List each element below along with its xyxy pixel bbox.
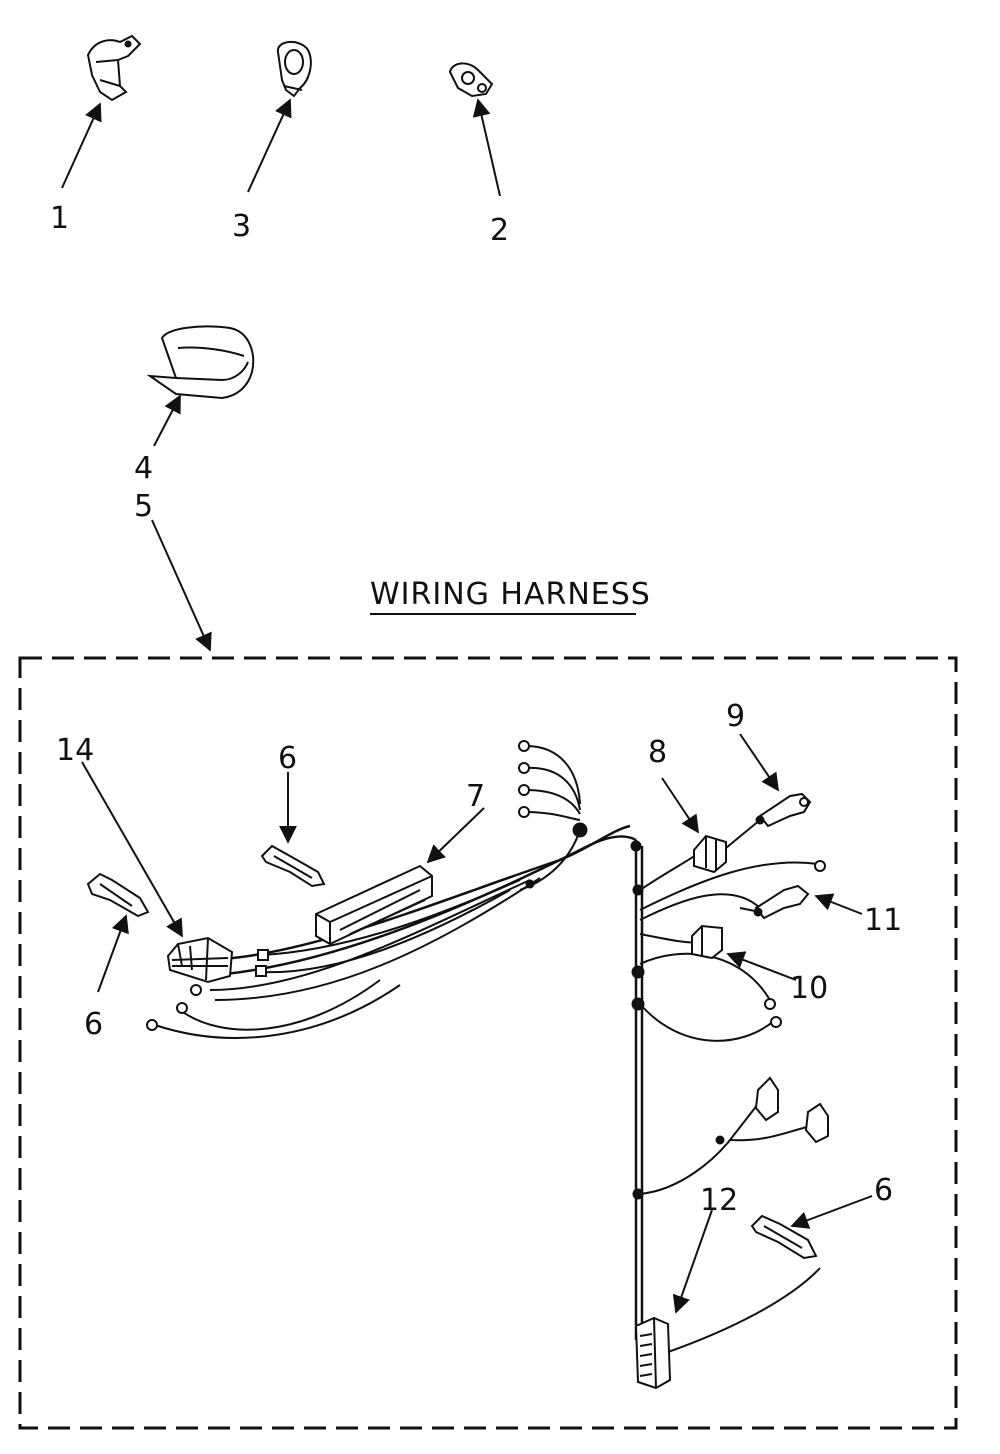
callout-6-right: 6 bbox=[874, 1173, 893, 1208]
callout-12: 12 bbox=[700, 1183, 738, 1218]
part-1-clip bbox=[86, 34, 142, 102]
harness-wires bbox=[154, 745, 821, 1353]
callout-5: 5 bbox=[134, 489, 153, 524]
callout-7: 7 bbox=[466, 779, 485, 814]
part-11-terminal bbox=[739, 884, 810, 920]
callout-9: 9 bbox=[726, 699, 745, 734]
callout-1: 1 bbox=[50, 201, 69, 236]
harness-boundary bbox=[18, 656, 958, 1430]
callout-6-left: 6 bbox=[84, 1007, 103, 1042]
part-9-terminal bbox=[755, 792, 812, 828]
branch-connectors bbox=[715, 1076, 829, 1145]
callout-14: 14 bbox=[56, 733, 94, 768]
part-6-terminal-right bbox=[750, 1214, 818, 1260]
part-14-connector bbox=[166, 936, 234, 984]
part-4-sleeve bbox=[146, 325, 255, 400]
callout-10: 10 bbox=[790, 971, 828, 1006]
part-6-terminal-left bbox=[86, 872, 150, 918]
callout-3: 3 bbox=[232, 209, 251, 244]
callout-2: 2 bbox=[490, 213, 509, 248]
callout-11: 11 bbox=[864, 903, 902, 938]
part-3-ring-clip bbox=[276, 41, 312, 98]
callout-4: 4 bbox=[134, 451, 153, 486]
part-8-connector bbox=[693, 819, 761, 874]
part-6-terminal-center bbox=[260, 844, 326, 888]
part-7-connector-block bbox=[315, 864, 433, 946]
part-10-connector bbox=[691, 924, 723, 960]
callout-6-center: 6 bbox=[278, 741, 297, 776]
ring-terminals bbox=[146, 740, 826, 1031]
part-12-terminal-block bbox=[634, 1316, 672, 1390]
part-2-small-clip bbox=[448, 62, 494, 98]
callout-8: 8 bbox=[648, 735, 667, 770]
diagram-title: WIRING HARNESS bbox=[370, 577, 651, 612]
